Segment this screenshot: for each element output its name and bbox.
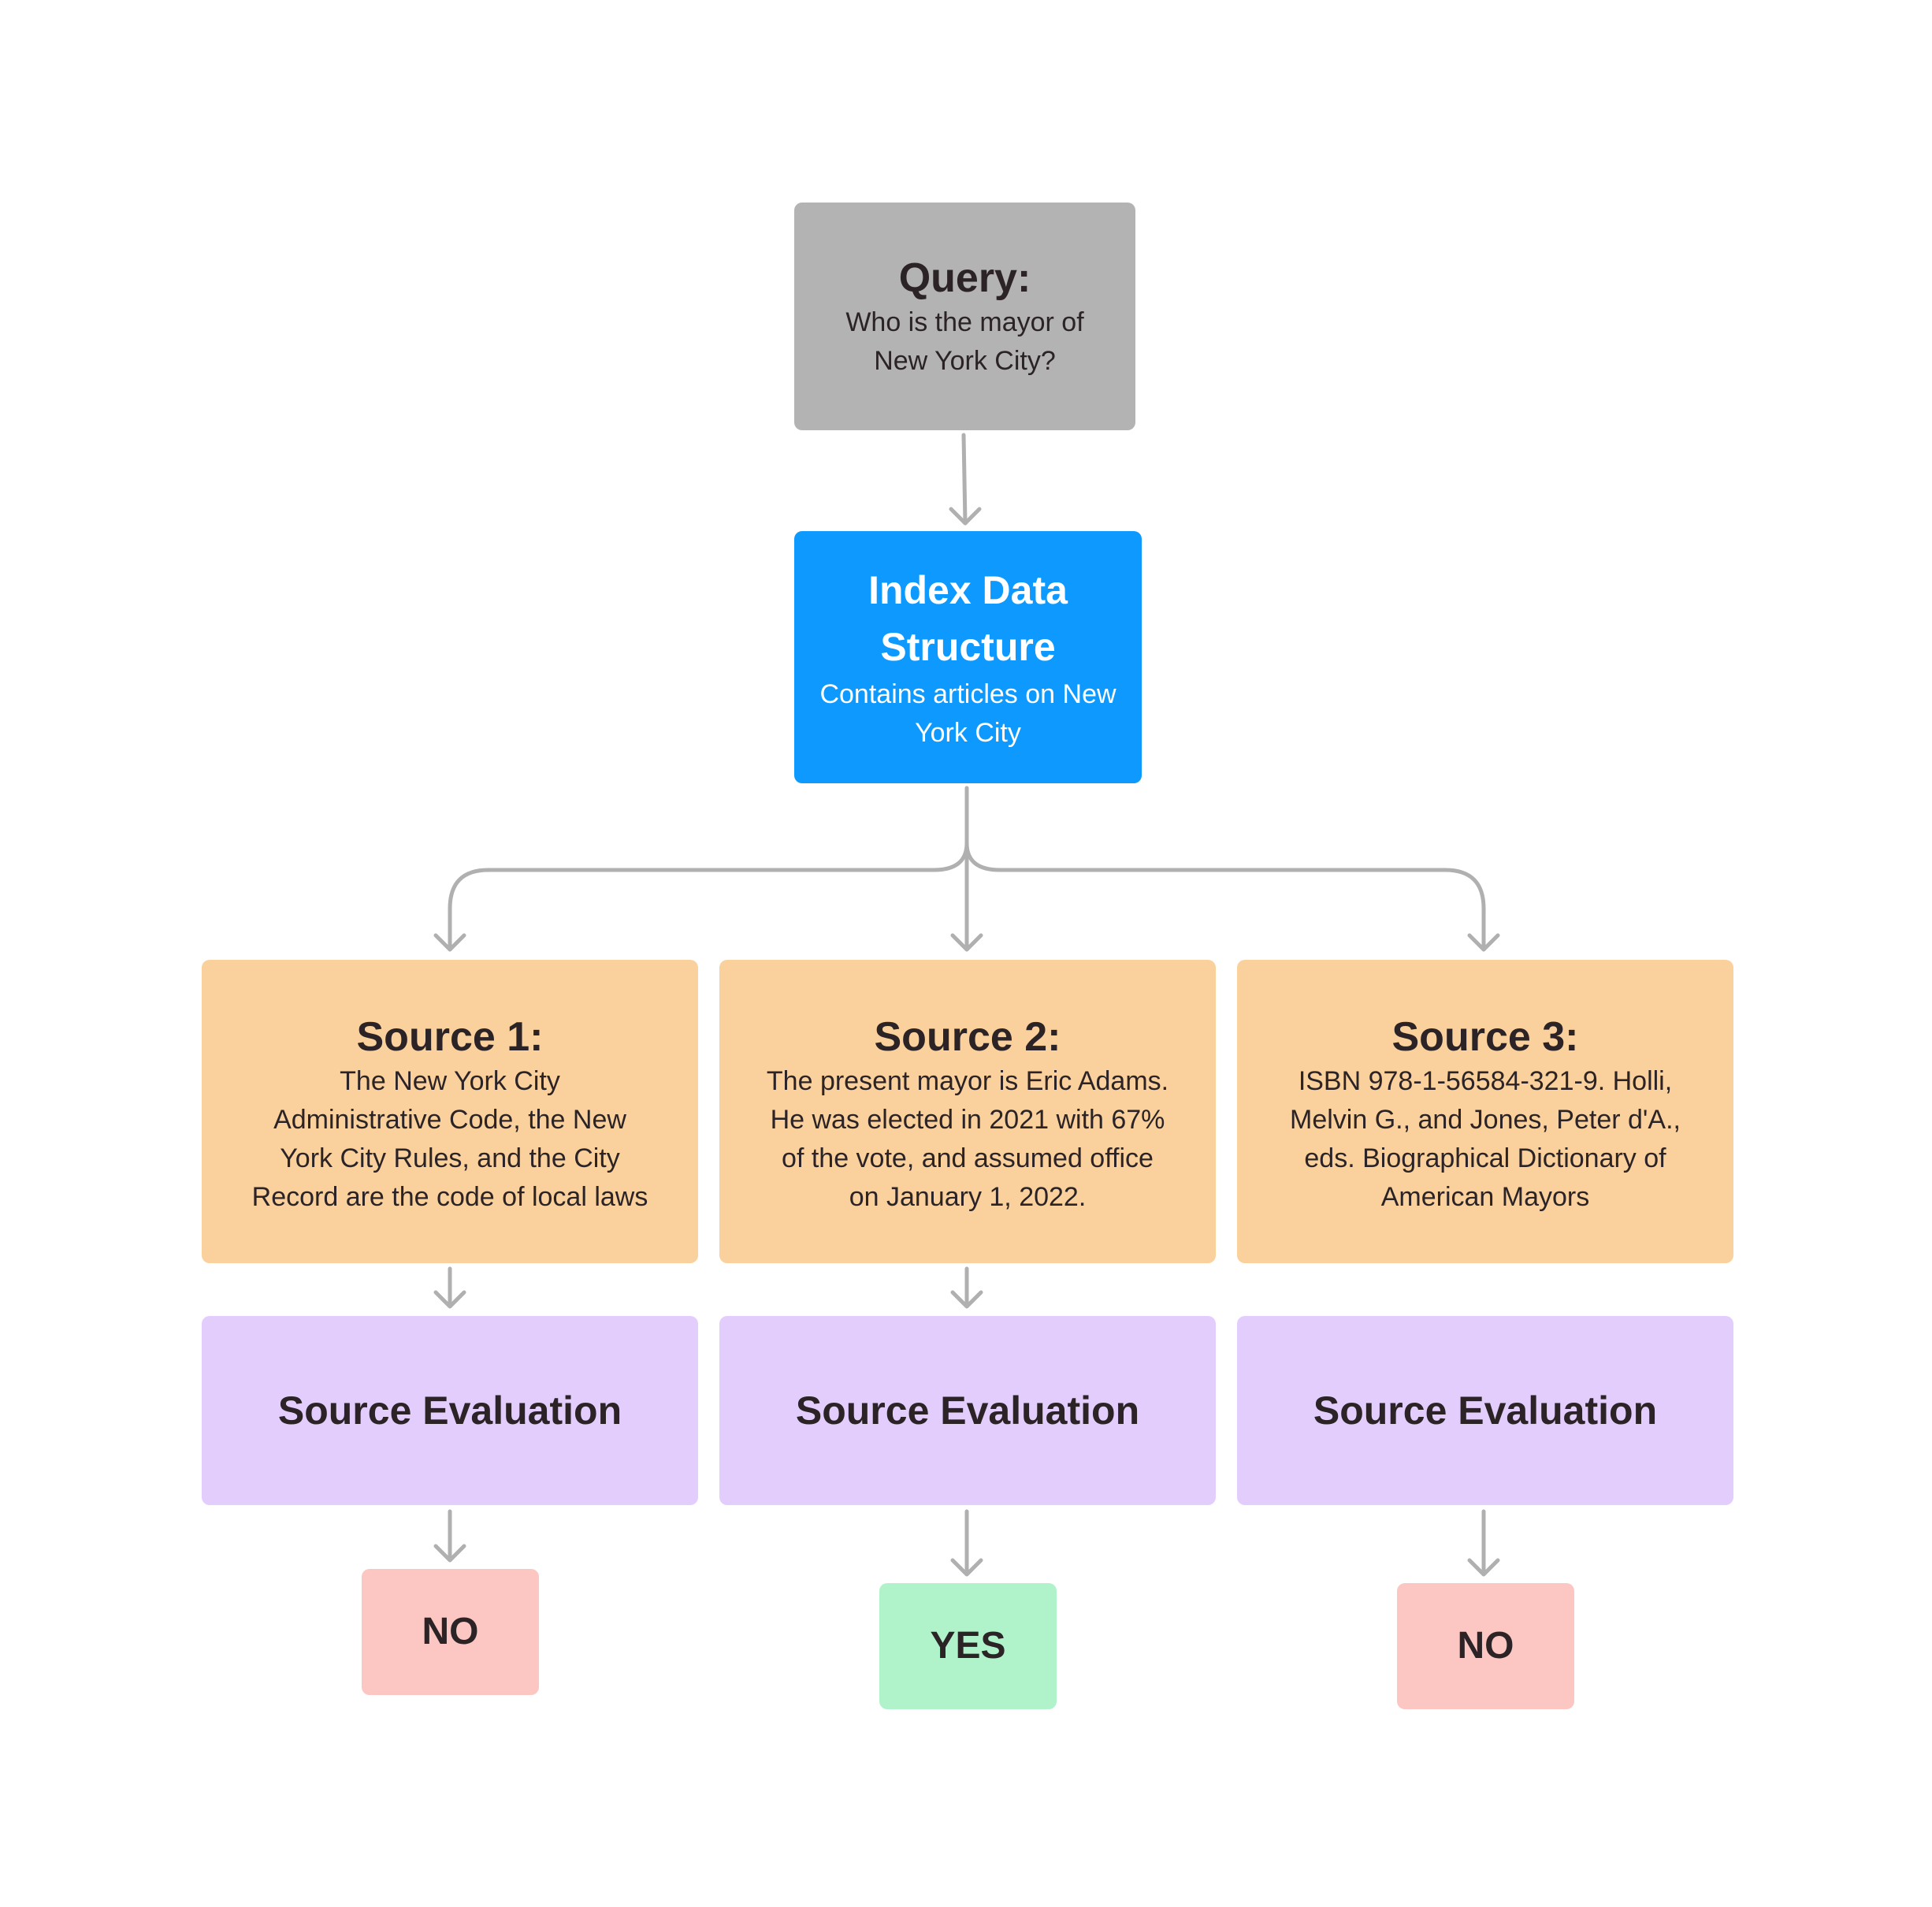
source-1-box: Source 1: The New York City Administrati… [202, 960, 698, 1263]
arrowhead-source-1 [433, 933, 466, 952]
source-evaluation-3-label: Source Evaluation [1313, 1388, 1658, 1433]
source-3-box: Source 3: ISBN 978-1-56584-321-9. Holli,… [1237, 960, 1733, 1263]
index-title-line-2: Structure [880, 625, 1056, 669]
arrow-source-1-to-eval [433, 1266, 466, 1309]
source-2-line-1: The present mayor is Eric Adams. [766, 1065, 1169, 1096]
arrow-query-to-index [961, 433, 968, 526]
arrow-source-2-to-eval [950, 1266, 983, 1309]
source-2-line-3: of the vote, and assumed office [782, 1143, 1154, 1173]
query-box: Query: Who is the mayor of New York City… [794, 203, 1135, 430]
result-1-label: NO [422, 1611, 479, 1652]
source-1-line-1: The New York City [340, 1065, 560, 1096]
source-1-line-3: York City Rules, and the City [280, 1143, 620, 1173]
arrow-eval-2-to-result [950, 1509, 983, 1577]
arrow-eval-1-to-result [433, 1509, 466, 1563]
result-3-box: NO [1397, 1583, 1574, 1709]
source-2-line-2: He was elected in 2021 with 67% [770, 1104, 1165, 1135]
arrowhead-source-2 [950, 933, 983, 952]
source-3-line-4: American Mayors [1380, 1181, 1590, 1212]
source-1-line-4: Record are the code of local laws [251, 1181, 648, 1212]
source-3-title: Source 3: [1391, 1013, 1579, 1060]
arrowhead-source-3 [1467, 933, 1500, 952]
source-evaluation-1-box: Source Evaluation [202, 1316, 698, 1505]
result-3-label: NO [1457, 1625, 1514, 1667]
arrow-branch-source-3 [964, 841, 1486, 952]
source-2-box: Source 2: The present mayor is Eric Adam… [719, 960, 1216, 1263]
query-text-line-1: Who is the mayor of [845, 307, 1084, 337]
result-2-label: YES [930, 1625, 1006, 1667]
arrow-eval-3-to-result [1467, 1509, 1500, 1577]
source-3-line-3: eds. Biographical Dictionary of [1304, 1143, 1666, 1173]
source-1-title: Source 1: [356, 1013, 544, 1060]
source-1-line-2: Administrative Code, the New [273, 1104, 626, 1135]
arrowhead-index [949, 507, 982, 526]
index-data-structure-box: Index Data Structure Contains articles o… [794, 531, 1142, 783]
arrow-branch-source-1 [448, 841, 969, 952]
source-2-line-4: on January 1, 2022. [849, 1181, 1087, 1212]
result-2-box: YES [879, 1583, 1057, 1709]
index-text-line-1: Contains articles on New [819, 679, 1116, 709]
index-title-line-1: Index Data [868, 568, 1068, 612]
source-evaluation-3-box: Source Evaluation [1237, 1316, 1733, 1505]
source-3-line-2: Melvin G., and Jones, Peter d'A., [1290, 1104, 1681, 1135]
source-evaluation-2-box: Source Evaluation [719, 1316, 1216, 1505]
source-2-title: Source 2: [874, 1013, 1061, 1060]
source-evaluation-1-label: Source Evaluation [277, 1388, 622, 1433]
source-evaluation-2-label: Source Evaluation [795, 1388, 1140, 1433]
query-title: Query: [898, 255, 1031, 301]
source-3-line-1: ISBN 978-1-56584-321-9. Holli, [1298, 1065, 1673, 1096]
index-text-line-2: York City [915, 718, 1021, 748]
result-1-box: NO [362, 1569, 539, 1695]
query-text-line-2: New York City? [874, 345, 1056, 376]
